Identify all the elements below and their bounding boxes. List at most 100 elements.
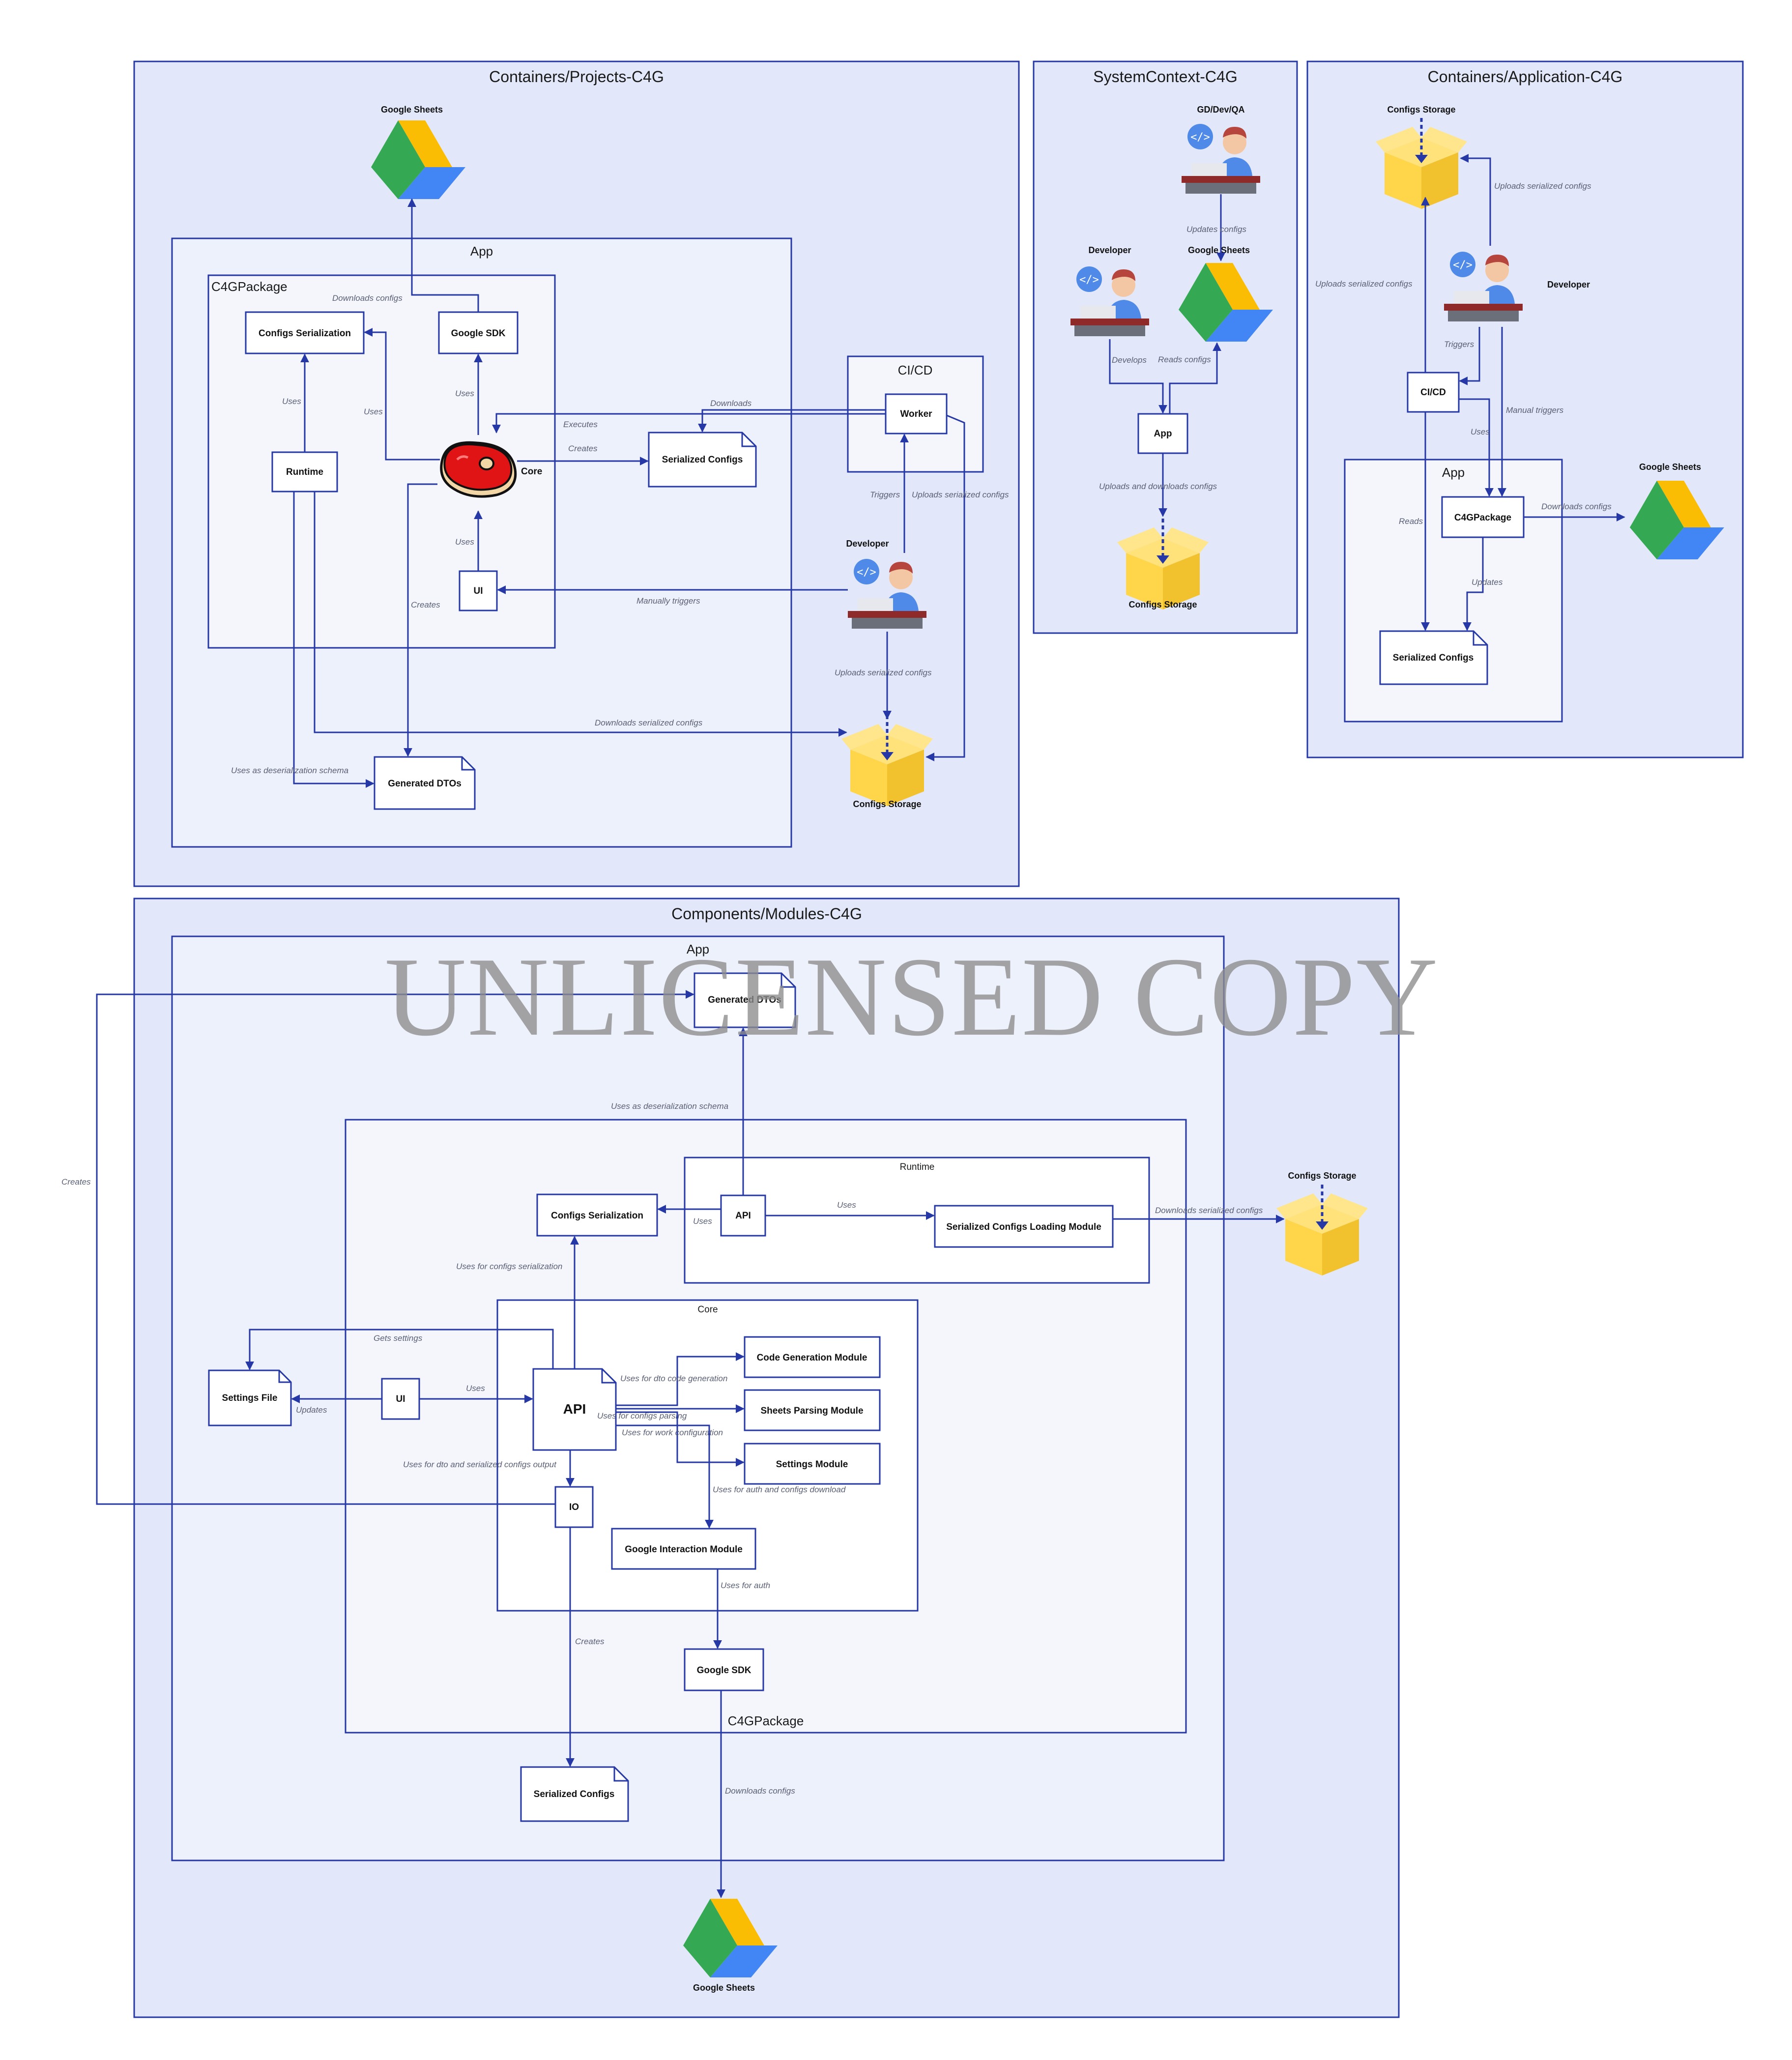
cm-configs-serialization-label: Configs Serialization <box>551 1211 643 1221</box>
edge-label-gets-settings: Gets settings <box>374 1334 423 1343</box>
sc-google-sheets-label: Google Sheets <box>1188 245 1250 255</box>
frame-components: Components/Modules-C4G App Generated DTO… <box>61 898 1400 2018</box>
core-steak-icon[interactable] <box>441 442 516 496</box>
edge-core-creates-dtos <box>404 483 437 757</box>
cm-google-sdk-node[interactable] <box>684 1648 764 1691</box>
cm-io-label: IO <box>569 1502 579 1512</box>
cm-runtime-api-label: API <box>735 1211 751 1221</box>
cm-serialized-loading-label: Serialized Configs Loading Module <box>946 1222 1101 1232</box>
configs-serialization-label: Configs Serialization <box>259 328 351 339</box>
cm-generated-dtos-label: Generated DTOs <box>708 995 781 1005</box>
google-sdk-node[interactable] <box>438 311 519 354</box>
cm-configs-serialization-node[interactable] <box>536 1193 658 1237</box>
edge-cicd-uses-package <box>1459 398 1494 497</box>
edge-dev-develops <box>1109 339 1167 414</box>
generated-dtos-label: Generated DTOs <box>388 779 462 789</box>
ap-cicd-node[interactable] <box>1407 372 1460 413</box>
cm-io-node[interactable] <box>554 1486 594 1528</box>
worker-node[interactable] <box>885 393 948 435</box>
cm-serialized-loading-node[interactable] <box>934 1205 1114 1248</box>
edge-api-settings-module <box>616 1411 745 1467</box>
edge-label-manually-triggers: Manually triggers <box>636 596 700 606</box>
configs-serialization-node[interactable] <box>245 311 365 354</box>
edge-label-downloads-configs: Downloads configs <box>332 293 403 303</box>
cm-settings-module-node[interactable] <box>744 1443 881 1485</box>
edge-sdk-to-sheets <box>407 198 479 312</box>
edge-label-uploads-serialized-b: Uploads serialized configs <box>1315 279 1413 289</box>
ap-serialized-configs-label: Serialized Configs <box>1393 653 1474 663</box>
edge-api-gets-settings <box>245 1329 554 1370</box>
edge-label-updates: Updates <box>296 1405 327 1415</box>
cm-settings-file-doc[interactable] <box>208 1369 292 1426</box>
cm-serialized-configs-doc[interactable] <box>520 1766 629 1822</box>
worker-label: Worker <box>900 409 932 419</box>
cm-runtime-title: Runtime <box>900 1162 935 1172</box>
cm-sheets-parsing-node[interactable] <box>744 1389 881 1431</box>
frame-system-context: SystemContext-C4G GD/Dev/QA Developer Go… <box>1033 60 1298 634</box>
cm-core-api-doc[interactable] <box>532 1368 617 1451</box>
sc-configs-storage-label: Configs Storage <box>1128 600 1197 609</box>
edge-worker-executes-core <box>492 413 886 434</box>
serialized-configs-doc[interactable] <box>648 432 757 488</box>
developer-label: Developer <box>846 539 889 549</box>
edge-label-updates-configs: Updates configs <box>1186 225 1246 234</box>
google-sheets-label: Google Sheets <box>381 105 443 115</box>
cm-core-api-label: API <box>563 1401 586 1417</box>
edge-label-uses-a: Uses <box>693 1217 712 1226</box>
sc-app-node[interactable] <box>1137 413 1188 454</box>
frame-application-title: Containers/Application-C4G <box>1428 68 1623 86</box>
edge-label-creates-left: Creates <box>61 1177 91 1187</box>
ui-node[interactable] <box>459 570 498 611</box>
ap-configs-storage-label: Configs Storage <box>1387 105 1455 115</box>
edge-io-creates-dtos <box>96 990 694 1505</box>
edge-label-uses-runtime: Uses <box>282 397 301 406</box>
c4gpackage-title: C4GPackage <box>211 279 288 294</box>
edge-label-triggers: Triggers <box>1444 340 1474 349</box>
cm-serialized-configs-label: Serialized Configs <box>534 1789 615 1799</box>
ui-label: UI <box>474 586 483 596</box>
edge-label-develops: Develops <box>1112 355 1147 365</box>
ap-serialized-configs-doc[interactable] <box>1379 630 1488 685</box>
edge-label-creates-ser: Creates <box>568 444 598 453</box>
gd-dev-qa-label: GD/Dev/QA <box>1197 105 1244 115</box>
cm-generated-dtos-doc[interactable] <box>694 972 796 1028</box>
ap-cicd-label: CI/CD <box>1420 387 1446 398</box>
cm-code-generation-node[interactable] <box>744 1336 881 1378</box>
edge-label-downloads-configs: Downloads configs <box>1541 502 1612 511</box>
edge-app-reads <box>1169 342 1221 414</box>
edge-label-uses-auth-download: Uses for auth and configs download <box>713 1485 846 1494</box>
app-title: App <box>470 244 493 259</box>
cicd-title: CI/CD <box>898 363 933 377</box>
cm-settings-file-label: Settings File <box>222 1393 278 1403</box>
edge-label-uses-dto-codegen: Uses for dto code generation <box>620 1374 727 1383</box>
cm-core-title: Core <box>697 1305 718 1315</box>
edge-label-uses-core-ser: Uses <box>364 407 383 416</box>
edge-label-executes: Executes <box>563 420 598 429</box>
cm-sheets-parsing-label: Sheets Parsing Module <box>760 1406 863 1416</box>
runtime-node[interactable] <box>271 451 338 493</box>
cm-code-generation-label: Code Generation Module <box>757 1353 867 1363</box>
edge-label-uploads-serialized-dev: Uploads serialized configs <box>835 668 932 677</box>
configs-storage-label: Configs Storage <box>853 799 921 809</box>
cm-c4gpackage-title: C4GPackage <box>728 1713 804 1728</box>
edge-label-uploads-downloads: Uploads and downloads configs <box>1099 482 1217 491</box>
cm-google-interaction-node[interactable] <box>611 1528 756 1570</box>
ap-app-title: App <box>1442 465 1465 480</box>
edge-label-manual-triggers: Manual triggers <box>1506 406 1564 415</box>
sc-app-label: App <box>1154 429 1172 439</box>
edge-package-updates <box>1463 537 1484 631</box>
edge-label-reads-configs: Reads configs <box>1158 355 1211 364</box>
ap-developer-label: Developer <box>1547 280 1590 290</box>
edge-runtime-downloads <box>314 492 847 737</box>
generated-dtos-doc[interactable] <box>374 756 476 810</box>
cm-google-sdk-label: Google SDK <box>697 1665 751 1676</box>
edge-api-codegen <box>616 1352 745 1406</box>
edge-label-uses: Uses <box>1471 427 1490 436</box>
edge-label-downloads: Downloads <box>710 399 752 408</box>
edge-label-uses-for-serialization: Uses for configs serialization <box>456 1262 562 1271</box>
edge-label-uses-work-config: Uses for work configuration <box>622 1428 723 1437</box>
google-sdk-label: Google SDK <box>451 328 506 339</box>
frame-application: Containers/Application-C4G Configs Stora… <box>1306 60 1744 758</box>
frame-system-context-title: SystemContext-C4G <box>1093 68 1237 86</box>
